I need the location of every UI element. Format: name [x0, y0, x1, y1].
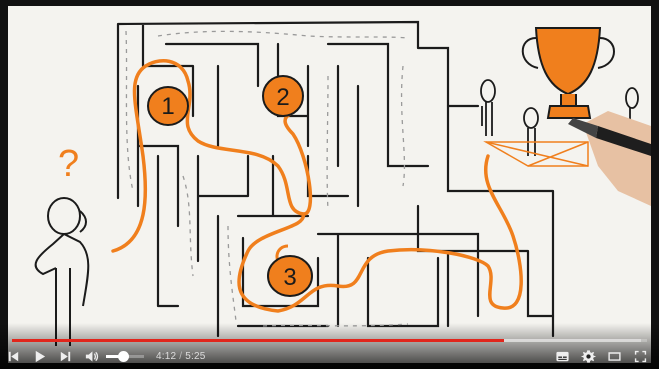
waypoint-3: 3: [268, 256, 312, 296]
theater-mode-button[interactable]: [601, 343, 627, 369]
dashed-path: [126, 31, 408, 326]
volume-knob[interactable]: [118, 351, 129, 362]
control-bar: 4:12 / 5:25: [0, 343, 659, 369]
svg-text:3: 3: [283, 264, 296, 291]
thinking-person: ?: [36, 143, 89, 346]
trophy: [523, 28, 614, 118]
skip-previous-icon: [6, 349, 21, 364]
theater-mode-icon: [607, 349, 622, 364]
video-frame[interactable]: 1 2 3 ?: [8, 6, 651, 363]
play-icon: [32, 349, 47, 364]
settings-button[interactable]: [575, 343, 601, 369]
gear-icon: [581, 349, 596, 364]
duration: 5:25: [185, 351, 205, 362]
volume-icon: [84, 349, 99, 364]
previous-button[interactable]: [0, 343, 26, 369]
current-time: 4:12: [156, 351, 176, 362]
hand-with-marker: [568, 111, 651, 206]
svg-text:?: ?: [58, 143, 79, 185]
progress-played: [12, 339, 504, 342]
skip-next-icon: [58, 349, 73, 364]
maze-drawing: 1 2 3 ?: [8, 6, 651, 363]
next-button[interactable]: [52, 343, 78, 369]
subtitles-button[interactable]: [549, 343, 575, 369]
waypoint-2: 2: [263, 76, 303, 116]
svg-text:1: 1: [161, 93, 174, 120]
fullscreen-icon: [633, 349, 648, 364]
volume-slider[interactable]: [106, 355, 144, 358]
progress-bar[interactable]: [12, 339, 647, 342]
time-display: 4:12 / 5:25: [156, 351, 205, 362]
fullscreen-button[interactable]: [627, 343, 653, 369]
subtitles-icon: [555, 349, 570, 364]
waypoint-1: 1: [148, 87, 188, 125]
volume-button[interactable]: [78, 343, 104, 369]
time-separator: /: [176, 351, 185, 362]
svg-text:2: 2: [276, 84, 289, 111]
play-button[interactable]: [26, 343, 52, 369]
